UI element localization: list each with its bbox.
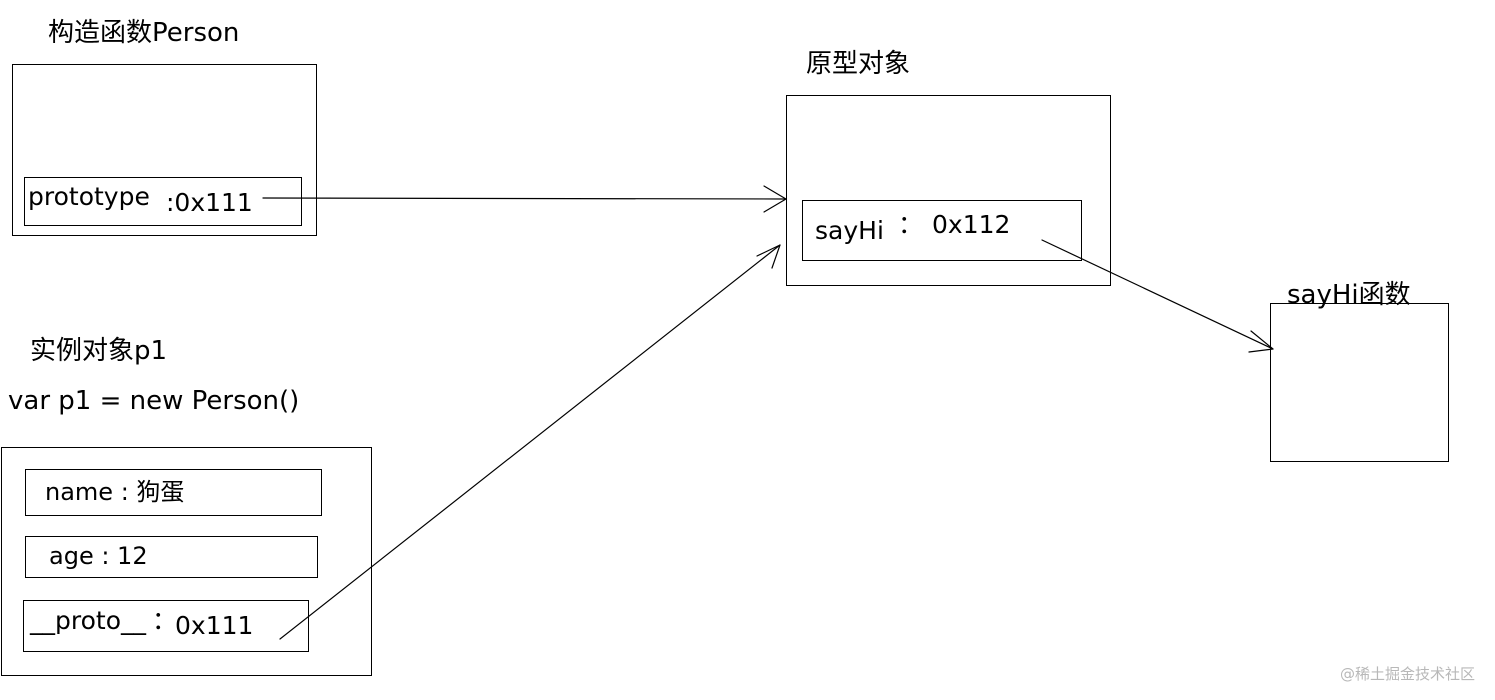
arrow-proto-to-prototype-object [279,244,781,640]
age-field-label: age : 12 [49,542,148,570]
prototype-object-title: 原型对象 [806,49,911,79]
sayhi-function-box [1270,303,1449,462]
arrow-prototype-to-prototype-object [262,185,787,213]
instance-box [1,447,372,676]
sayhi-function-title: sayHi函数 [1287,280,1411,310]
constructor-box [12,64,317,236]
prototype-field-box [24,177,302,226]
instance-code: var p1 = new Person() [8,386,300,416]
name-field-box [25,469,322,516]
name-field-label: name : 狗蛋 [45,478,185,506]
proto-value-label: 0x111 [175,611,254,640]
arrow-sayhi-to-sayhi-function [1041,239,1274,353]
sayhi-field-box [802,200,1082,261]
constructor-title: 构造函数Person [48,18,240,48]
sayhi-key-label: sayHi [815,216,884,245]
sayhi-separator: ： [898,210,924,239]
instance-title: 实例对象p1 [30,336,168,366]
proto-key-label: __proto__ [30,606,146,635]
prototype-value-label: :0x111 [166,188,253,217]
prototype-key-label: prototype [28,182,150,211]
watermark: @稀土掘金技术社区 [1339,665,1475,683]
proto-field-box [23,600,309,652]
sayhi-value-label: 0x112 [932,210,1011,239]
proto-separator: ： [152,606,178,635]
age-field-box [25,536,318,578]
prototype-object-box [786,95,1111,286]
